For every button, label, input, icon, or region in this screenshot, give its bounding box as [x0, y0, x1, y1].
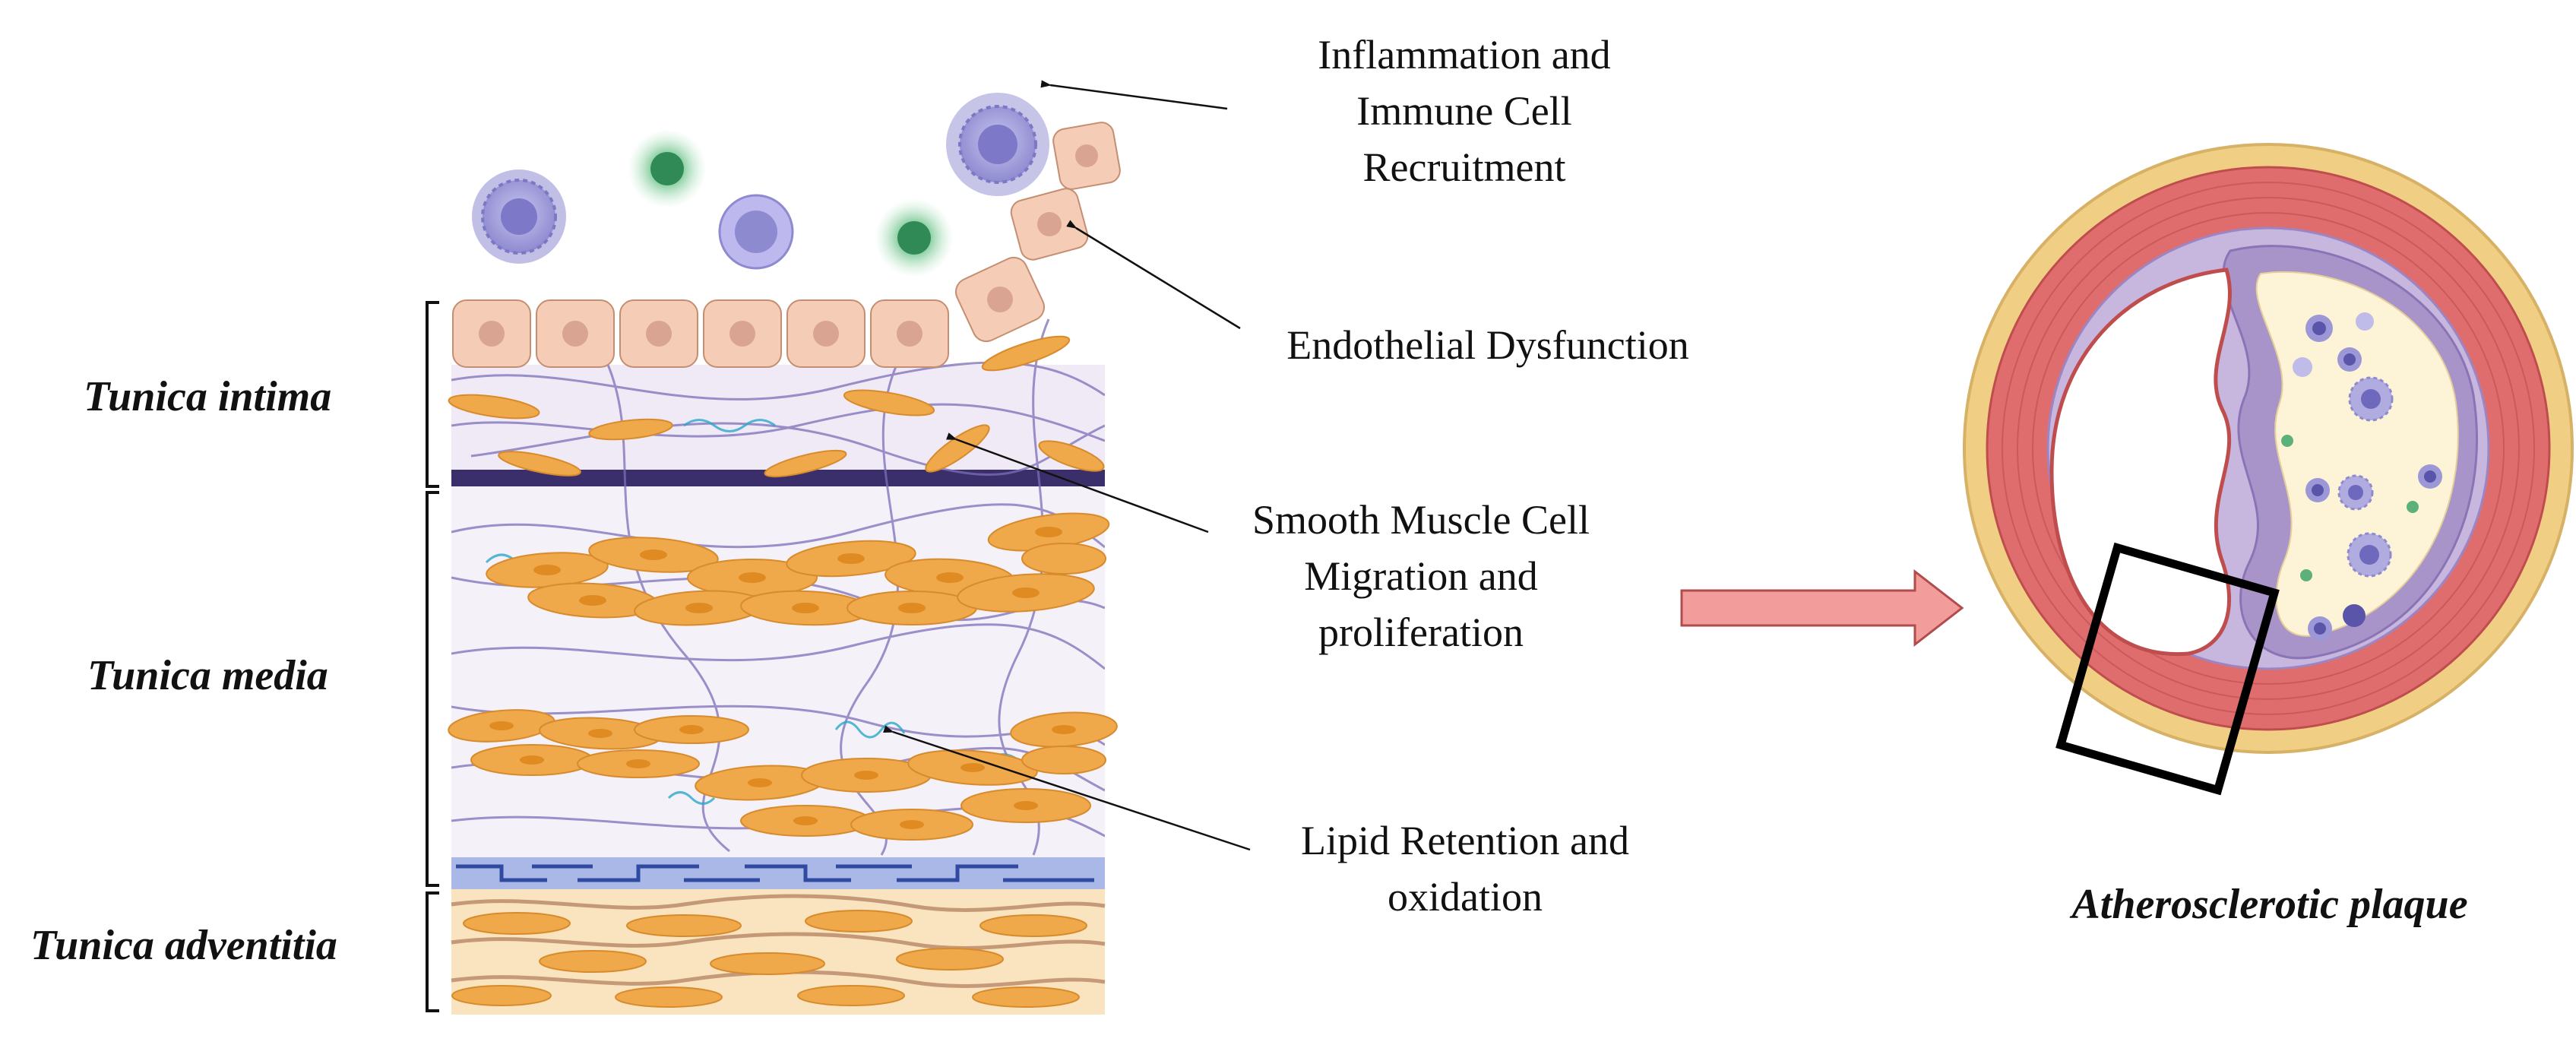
lymphocyte-green-cell: [628, 129, 707, 208]
intima-region: [451, 365, 1105, 471]
vessel-lumen: [2049, 268, 2232, 657]
intima-smooth-muscle-cells: [448, 335, 1105, 478]
layer-brackets: [426, 301, 439, 1012]
plaque-caption: Atherosclerotic plaque: [2069, 881, 2467, 928]
callout-smooth-muscle: Smooth Muscle Cell Migration and prolife…: [1252, 497, 1590, 655]
callout-lipid-line2: oxidation: [1388, 874, 1543, 920]
arrow-inflammation: [1040, 80, 1228, 110]
macrophage-cell: [946, 93, 1049, 196]
callout-inflammation-line1: Inflammation and: [1318, 32, 1610, 78]
adventitia-bracket: [426, 891, 439, 1012]
media-nuclei-upper: [533, 527, 1062, 613]
callout-smooth-muscle-line3: proliferation: [1318, 610, 1524, 655]
label-tunica-media: Tunica media: [87, 652, 328, 699]
zoom-region-box: [2055, 542, 2280, 796]
label-tunica-intima: Tunica intima: [84, 373, 331, 420]
vessel-media-texture: [2002, 182, 2535, 715]
lymphocyte-purple-cell: [718, 194, 794, 270]
callout-lipid: Lipid Retention and oxidation: [1301, 818, 1629, 920]
label-tunica-adventitia: Tunica adventitia: [30, 922, 337, 969]
transition-arrow: [1680, 568, 1964, 648]
media-bracket: [426, 491, 439, 887]
arrow-smooth-muscle: [946, 432, 1209, 534]
arrow-lipid: [883, 725, 1251, 851]
media-nuclei-lower: [489, 721, 1076, 829]
callout-smooth-muscle-line1: Smooth Muscle Cell: [1252, 497, 1590, 543]
callout-inflammation-line2: Immune Cell: [1356, 88, 1571, 134]
monocyte-cell: [472, 169, 566, 264]
callout-inflammation-line3: Recruitment: [1363, 144, 1566, 190]
external-elastic-lamina: [451, 857, 1105, 889]
endothelial-nuclei: [479, 144, 1098, 347]
internal-elastic-lamina: [451, 470, 1105, 486]
vessel-cross-section: [1963, 143, 2574, 796]
vessel-wall-section: [448, 93, 1121, 1015]
lamina-network: [456, 864, 1094, 882]
callout-lipid-line1: Lipid Retention and: [1301, 818, 1629, 863]
callout-arrows: [883, 80, 1251, 851]
plaque-immune-cells: [2281, 312, 2442, 641]
arrow-endothelial: [1066, 220, 1241, 330]
callout-inflammation: Inflammation and Immune Cell Recruitment: [1318, 32, 1610, 190]
immune-cells: [472, 93, 1049, 277]
intima-bracket: [426, 301, 439, 488]
callout-endothelial: Endothelial Dysfunction: [1286, 322, 1688, 368]
callout-smooth-muscle-line2: Migration and: [1304, 553, 1537, 599]
lymphocyte-green-cell-2: [875, 198, 954, 277]
adventitia-fibroblasts: [451, 910, 1087, 1008]
